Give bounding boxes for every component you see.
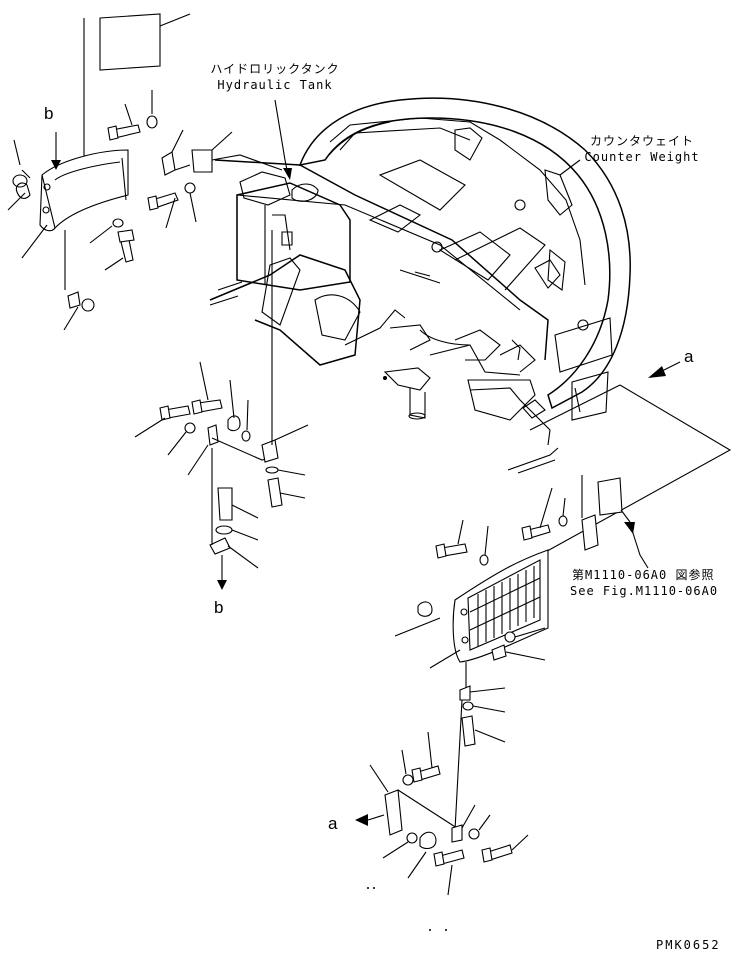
hook-bracket — [261, 439, 279, 463]
hook-clip — [209, 537, 231, 555]
washer — [462, 701, 474, 711]
nut — [81, 298, 95, 312]
see-figure-label-jp: 第M1110-06A0 図参照 — [572, 568, 715, 582]
washer — [558, 515, 568, 527]
nut — [419, 831, 437, 850]
bracket — [161, 151, 176, 176]
callout-b-top: b — [44, 104, 54, 123]
bolt — [461, 715, 476, 747]
washer — [406, 832, 418, 844]
side-bracket — [581, 514, 599, 551]
hydraulic-tank-label-jp: ハイドロリックタンク — [210, 62, 340, 76]
bolt — [267, 477, 283, 508]
nut — [227, 415, 241, 432]
washer — [112, 218, 124, 228]
washer — [479, 554, 489, 566]
washer — [504, 631, 516, 643]
screw — [491, 644, 507, 661]
callout-a-right: a — [684, 347, 694, 366]
side-bracket — [384, 789, 403, 836]
clip — [451, 824, 463, 843]
washer — [402, 774, 414, 786]
hinge-bracket — [191, 149, 213, 173]
counter-weight-assembly — [298, 97, 631, 421]
decal-plate — [99, 13, 161, 71]
counter-weight-leader — [559, 159, 581, 176]
drawing-code: PMK0652 — [656, 938, 721, 952]
washer — [468, 828, 480, 840]
washer — [241, 430, 251, 442]
see-figure-label-en: See Fig.M1110-06A0 — [570, 584, 719, 598]
grille-cover-assembly — [394, 384, 732, 831]
nut — [417, 601, 433, 617]
cover-panel — [41, 149, 129, 230]
washer — [215, 525, 233, 535]
hydraulic-tank-label-en: Hydraulic Tank — [217, 78, 333, 92]
left-plate-cover-assembly — [7, 13, 283, 331]
mount-plate — [597, 477, 623, 516]
counter-weight-label-jp: カウンタウェイト — [589, 134, 694, 148]
nut-clip — [67, 291, 81, 309]
main-frame — [209, 159, 561, 474]
center-bracket-assembly — [134, 230, 309, 590]
callout-b-bottom: b — [214, 598, 224, 617]
washer — [146, 115, 158, 129]
counter-weight-label-en: Counter Weight — [584, 150, 700, 164]
grille-slots — [469, 566, 541, 646]
clip — [207, 424, 219, 446]
washer — [184, 182, 196, 194]
callout-a-bottom: a — [328, 814, 338, 833]
cap-nut — [12, 174, 28, 188]
bottom-bracket-assembly — [355, 731, 529, 931]
washer — [184, 422, 196, 434]
bolt — [217, 487, 233, 521]
clip — [459, 685, 471, 701]
washer — [265, 466, 279, 474]
